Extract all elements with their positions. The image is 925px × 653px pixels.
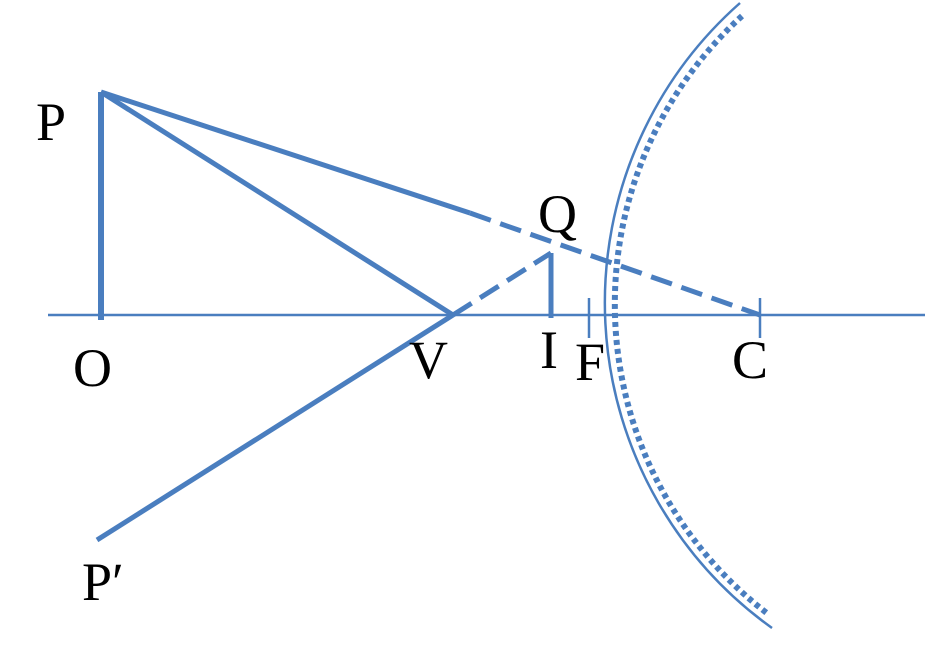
label-F: F [575, 332, 605, 392]
virtual-ray-vertex-to-Q [451, 250, 553, 318]
label-P: P [36, 92, 66, 152]
label-I: I [540, 320, 558, 380]
incident-ray-toward-centre [100, 89, 471, 216]
mirror-surface [603, 2, 773, 630]
reflected-ray-to-P-prime [95, 312, 455, 543]
label-V: V [409, 330, 448, 390]
label-C: C [732, 330, 768, 390]
label-O: O [73, 338, 112, 398]
virtual-ray-to-centre [469, 210, 761, 318]
label-P-prime: P′ [82, 552, 124, 612]
incident-ray-to-vertex [99, 89, 455, 318]
label-Q: Q [538, 184, 577, 244]
mirror-back-hatching [611, 13, 770, 617]
